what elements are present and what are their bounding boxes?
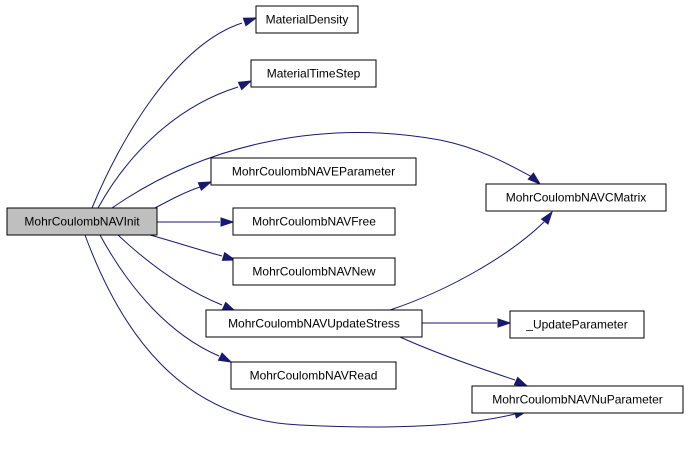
edge-init-to-read <box>99 234 233 363</box>
edge-update-to-uparam <box>422 318 512 328</box>
node-label: MohrCoulombNAVFree <box>252 215 376 229</box>
arrowhead-icon <box>527 172 542 186</box>
node-box <box>509 310 645 339</box>
node-label: MohrCoulombNAVInit <box>24 215 140 229</box>
node-label: MaterialTimeStep <box>267 67 361 81</box>
arrowhead-icon <box>242 17 258 27</box>
node-box <box>6 207 158 236</box>
arrowhead-icon <box>220 217 235 227</box>
node-init[interactable]: MohrCoulombNAVInit <box>6 207 158 236</box>
node-box <box>250 59 377 88</box>
node-label: _UpdateParameter <box>525 318 627 332</box>
node-density[interactable]: MaterialDensity <box>255 5 359 34</box>
edge-init-to-cmatrix <box>111 132 542 209</box>
node-box <box>230 361 397 390</box>
arrowhead-icon <box>513 376 529 387</box>
edges-layer <box>84 17 553 428</box>
node-cmatrix[interactable]: MohrCoulombNAVCMatrix <box>485 183 667 212</box>
node-label: MohrCoulombNAVNuParameter <box>492 393 663 407</box>
node-label: MohrCoulombNAVRead <box>250 369 378 383</box>
node-box <box>471 385 684 414</box>
node-box <box>232 207 396 236</box>
node-box <box>210 157 417 186</box>
edge-init-to-density <box>91 17 258 209</box>
node-label: MaterialDensity <box>266 13 349 27</box>
node-eparam[interactable]: MohrCoulombNAVEParameter <box>210 157 417 186</box>
node-label: MohrCoulombNAVCMatrix <box>506 191 646 205</box>
node-label: MohrCoulombNAVEParameter <box>232 165 395 179</box>
node-new[interactable]: MohrCoulombNAVNew <box>232 257 396 286</box>
edge-init-to-new <box>149 234 237 261</box>
node-box <box>485 183 667 212</box>
node-timestep[interactable]: MaterialTimeStep <box>250 59 377 88</box>
arrowhead-icon <box>221 251 237 261</box>
edge-update-to-nuparam <box>399 336 529 387</box>
edge-init-to-timestep <box>97 80 253 209</box>
arrowhead-icon <box>197 181 213 192</box>
arrowhead-icon <box>540 210 553 225</box>
arrowhead-icon <box>217 352 233 363</box>
node-label: MohrCoulombNAVUpdateStress <box>228 317 400 331</box>
node-box <box>232 257 396 286</box>
edge-init-to-free <box>157 217 235 227</box>
node-label: MohrCoulombNAVNew <box>252 265 375 279</box>
node-free[interactable]: MohrCoulombNAVFree <box>232 207 396 236</box>
node-read[interactable]: MohrCoulombNAVRead <box>230 361 397 390</box>
edge-init-to-update <box>117 234 237 312</box>
node-nuparam[interactable]: MohrCoulombNAVNuParameter <box>471 385 684 414</box>
arrowhead-icon <box>497 318 512 328</box>
node-box <box>255 5 359 34</box>
nodes-layer: MohrCoulombNAVInit MaterialDensityMateria… <box>6 5 684 414</box>
edge-update-to-cmatrix <box>389 210 553 311</box>
node-box <box>205 309 423 338</box>
edge-init-to-eparam <box>154 181 213 209</box>
arrowhead-icon <box>237 80 253 91</box>
node-uparam[interactable]: _UpdateParameter <box>509 310 645 339</box>
node-update[interactable]: MohrCoulombNAVUpdateStress <box>205 309 423 338</box>
